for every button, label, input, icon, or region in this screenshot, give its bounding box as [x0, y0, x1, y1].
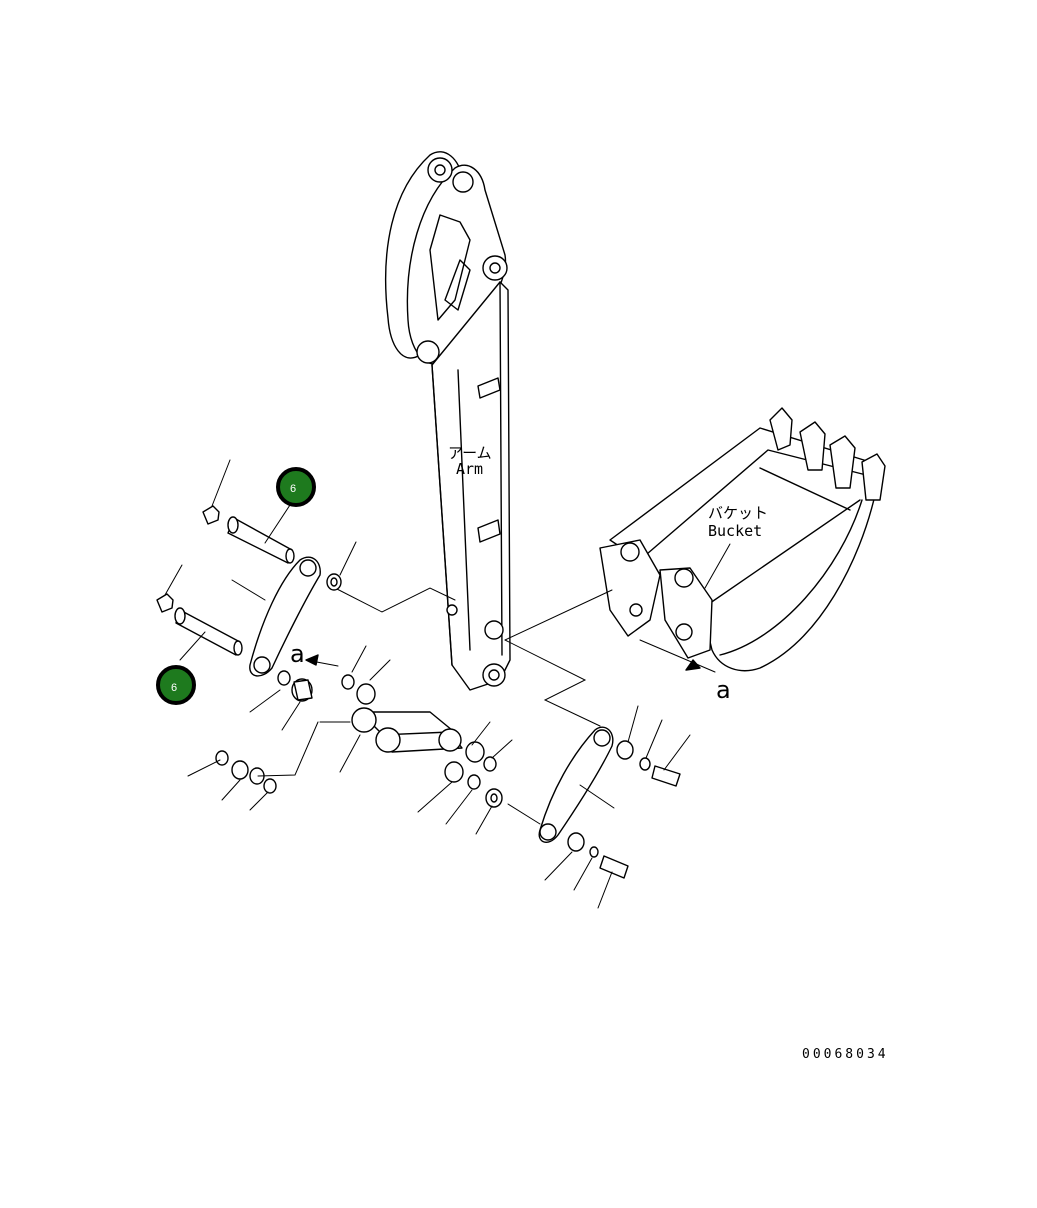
guide-washer-arm [334, 587, 456, 613]
callout-6-lower[interactable]: 6 [156, 665, 196, 705]
bucket-leader [704, 543, 731, 589]
view-arrow-bucket-line [639, 639, 716, 673]
view-letter-link: a [290, 640, 305, 668]
guide-arm-bucket [504, 589, 613, 641]
view-letter-bucket: a [716, 676, 731, 704]
arm [384, 151, 511, 691]
callout-6-upper-leader [264, 504, 291, 544]
left-link-assembly [156, 459, 357, 677]
center-link-assembly [187, 645, 513, 835]
callout-number: 6 [290, 483, 296, 495]
guide-arm-link [504, 639, 601, 727]
arm-label-en: Arm [456, 460, 483, 478]
callout-number: 6 [171, 682, 177, 694]
arm-label-jp: アーム [448, 444, 492, 462]
bucket-label-jp: バケット [708, 504, 768, 522]
bucket-label-en: Bucket [708, 522, 762, 540]
bucket [599, 407, 886, 672]
drawing-number: 00068034 [802, 1047, 889, 1062]
right-link-assembly [507, 705, 691, 909]
callout-6-upper[interactable]: 6 [276, 467, 316, 507]
